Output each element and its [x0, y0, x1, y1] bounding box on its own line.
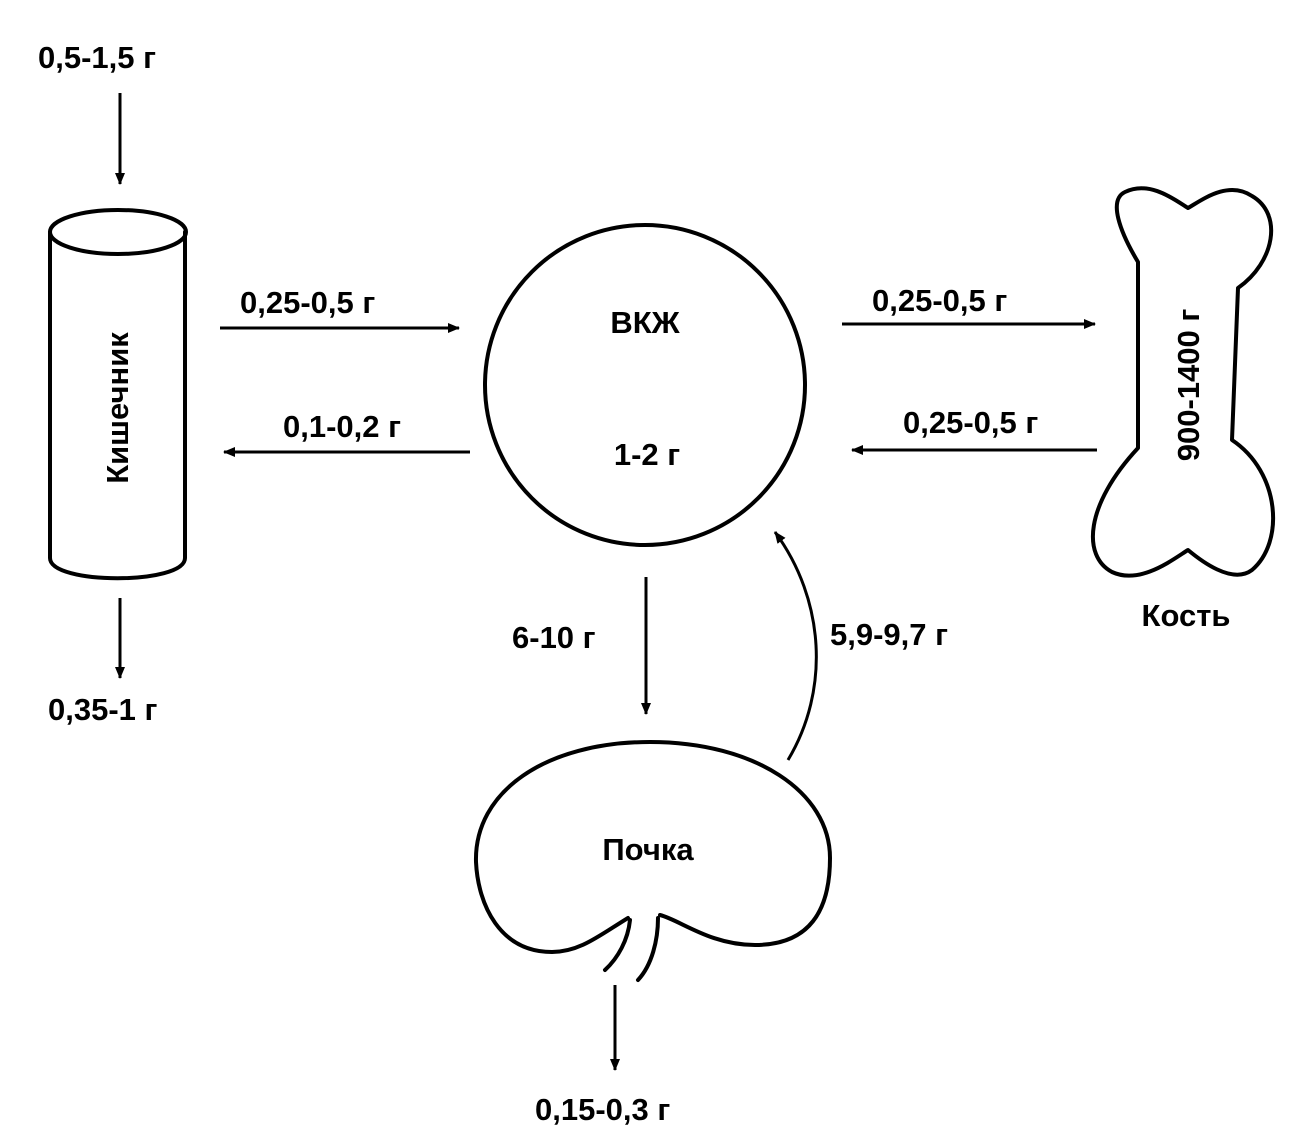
ecf-amount: 1-2 г: [614, 437, 680, 472]
kidney-excretion-label: 0,15-0,3 г: [535, 1092, 670, 1127]
bone-node: 900-1400 г Кость: [1090, 186, 1276, 633]
intestine-to-ecf-label: 0,25-0,5 г: [240, 285, 375, 320]
kidney-label: Почка: [602, 832, 694, 867]
bone-to-ecf-label: 0,25-0,5 г: [903, 405, 1038, 440]
ecf-to-intestine-label: 0,1-0,2 г: [283, 409, 401, 444]
ecf-to-kidney-label: 6-10 г: [512, 620, 596, 655]
intestine-label: Кишечник: [100, 332, 135, 484]
kidney-to-ecf-arrow: [773, 531, 818, 761]
ecf-circle: [483, 223, 807, 547]
bone-amount: 900-1400 г: [1171, 309, 1206, 462]
bone-label: Кость: [1142, 598, 1231, 633]
intestine-excretion-label: 0,35-1 г: [48, 692, 158, 727]
kidney-ureter-right: [636, 916, 660, 982]
kidney-ureter-left: [603, 918, 632, 972]
ecf-node: ВКЖ 1-2 г: [483, 223, 807, 547]
kidney-node: Почка: [473, 740, 832, 982]
intestine-cylinder-top: [48, 208, 188, 256]
bone-shape: [1090, 186, 1276, 578]
kidney-to-ecf-label: 5,9-9,7 г: [830, 617, 948, 652]
intestine-node: Кишечник: [48, 208, 188, 581]
ecf-label: ВКЖ: [610, 305, 680, 340]
intake-label: 0,5-1,5 г: [38, 40, 156, 75]
ecf-to-bone-label: 0,25-0,5 г: [872, 283, 1007, 318]
intestine-cylinder-body: [48, 230, 187, 581]
kidney-shape: [473, 740, 832, 954]
